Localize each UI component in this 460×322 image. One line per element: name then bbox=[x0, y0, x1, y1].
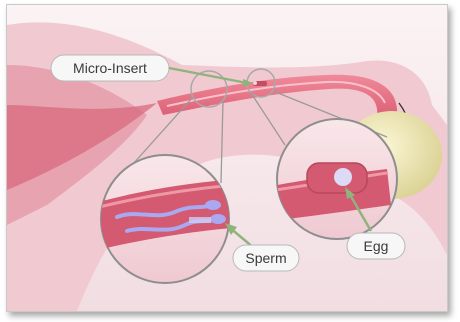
egg-icon bbox=[334, 168, 352, 186]
egg-label: Egg bbox=[364, 238, 389, 254]
illustration-frame: Micro-Insert Sperm Egg bbox=[6, 4, 448, 312]
micro-insert-label: Micro-Insert bbox=[73, 60, 147, 76]
sperm-label: Sperm bbox=[245, 250, 286, 266]
sperm-callout: Sperm bbox=[233, 245, 299, 271]
egg-callout: Egg bbox=[347, 233, 405, 259]
micro-insert-tip bbox=[253, 81, 257, 85]
anatomy-diagram: Micro-Insert Sperm Egg bbox=[7, 5, 447, 311]
